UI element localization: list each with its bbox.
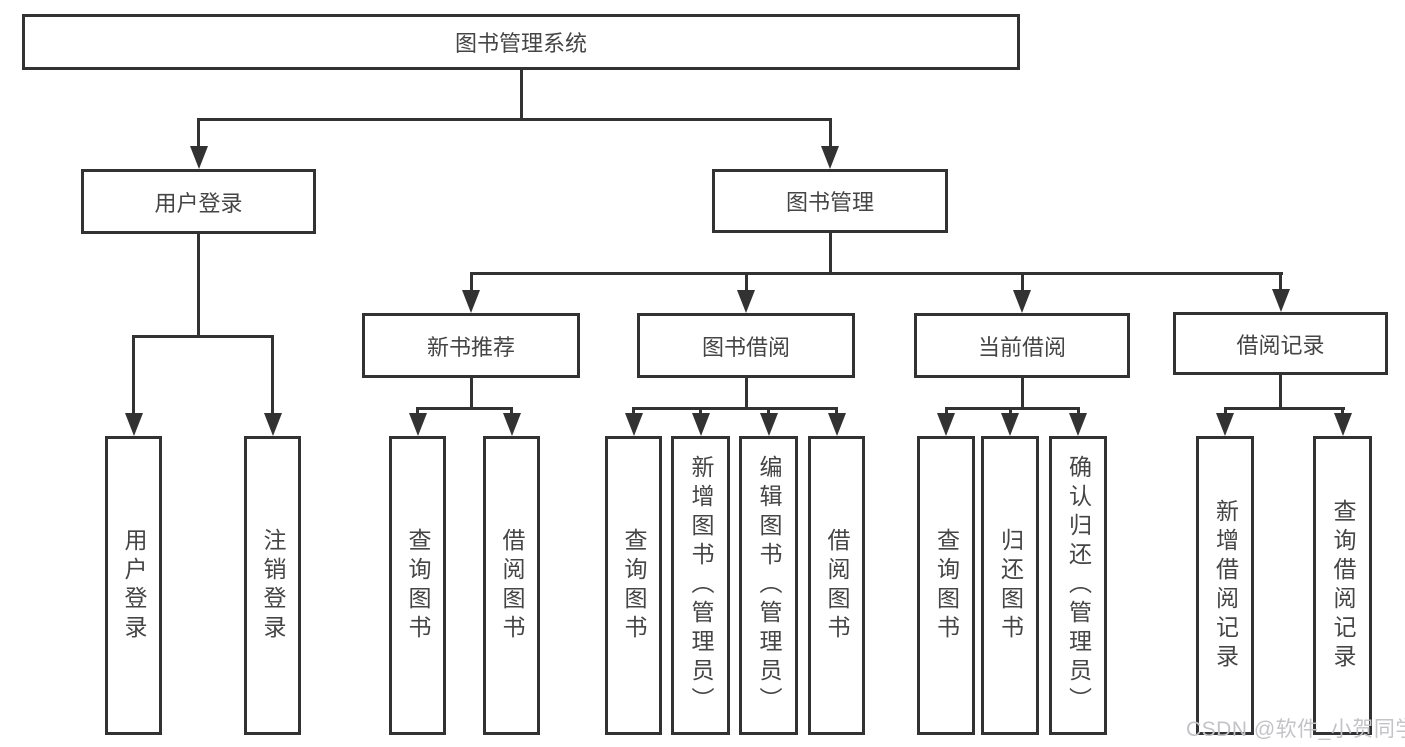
node-label-new-book-recommend: 新书推荐 <box>426 334 515 360</box>
edge-stub-root <box>520 70 523 118</box>
arrowhead-leaf-query-books-borrowing <box>625 413 643 436</box>
node-book-borrowing: 图书借阅 <box>637 313 855 378</box>
arrowhead-leaf-user-login <box>125 413 143 436</box>
edge-shaft-book-borrowing <box>745 272 748 295</box>
edge-shaft-book-management <box>829 118 832 151</box>
arrowhead-leaf-add-borrow-record <box>1216 413 1234 436</box>
arrowhead-leaf-edit-books-admin <box>760 413 778 436</box>
node-label-leaf-query-books-current: 查询图书 <box>933 527 960 644</box>
edge-shaft-leaf-borrow-books-recommend <box>510 407 513 418</box>
arrowhead-new-book-recommend <box>462 290 480 313</box>
arrowhead-borrowing-records <box>1272 289 1290 312</box>
node-leaf-query-borrow-record: 查询借阅记录 <box>1313 436 1372 735</box>
node-new-book-recommend: 新书推荐 <box>362 313 580 378</box>
arrowhead-leaf-add-books-admin <box>692 413 710 436</box>
edge-stub-user-login <box>197 234 200 335</box>
node-book-management: 图书管理 <box>712 169 948 233</box>
arrowhead-leaf-borrow-books-recommend <box>503 413 521 436</box>
node-current-borrowing: 当前借阅 <box>914 313 1130 378</box>
node-user-login: 用户登录 <box>81 169 316 234</box>
edge-shaft-leaf-confirm-return-admin <box>1077 407 1080 418</box>
arrowhead-book-borrowing <box>737 290 755 313</box>
edge-shaft-leaf-edit-books-admin <box>767 407 770 418</box>
edge-bar-user-login <box>132 335 274 338</box>
node-label-borrowing-records: 借阅记录 <box>1236 332 1325 358</box>
node-leaf-confirm-return-admin: 确认归还（管理员） <box>1049 436 1107 735</box>
edge-shaft-leaf-query-books-recommend <box>416 407 419 418</box>
edge-shaft-leaf-query-borrow-record <box>1341 407 1344 418</box>
arrowhead-leaf-query-borrow-record <box>1334 413 1352 436</box>
node-leaf-borrow-books-recommend: 借阅图书 <box>483 436 540 735</box>
edge-bar-book-management <box>470 272 1283 275</box>
node-label-book-borrowing: 图书借阅 <box>701 334 790 360</box>
node-leaf-logout: 注销登录 <box>244 436 301 735</box>
arrowhead-leaf-borrow-books-borrowing <box>828 413 846 436</box>
edge-shaft-leaf-return-books <box>1009 407 1012 418</box>
arrowhead-leaf-query-books-current <box>937 413 955 436</box>
edge-shaft-leaf-logout <box>271 335 274 418</box>
node-label-root: 图书管理系统 <box>454 31 587 56</box>
node-label-leaf-logout: 注销登录 <box>260 527 286 644</box>
node-leaf-return-books: 归还图书 <box>981 436 1039 735</box>
node-label-current-borrowing: 当前借阅 <box>977 334 1066 360</box>
edge-bar-root <box>197 118 832 121</box>
edge-stub-new-book-recommend <box>470 378 473 407</box>
edge-shaft-leaf-query-books-borrowing <box>632 407 635 418</box>
node-leaf-user-login: 用户登录 <box>105 436 162 735</box>
edge-stub-book-management <box>829 233 832 272</box>
arrowhead-leaf-query-books-recommend <box>409 413 427 436</box>
edge-bar-new-book-recommend <box>416 407 513 410</box>
node-leaf-query-books-recommend: 查询图书 <box>389 436 446 735</box>
csdn-watermark: CSDN @软件_小贺同学 <box>1186 718 1405 741</box>
node-label-leaf-add-borrow-record: 新增借阅记录 <box>1212 498 1239 673</box>
node-borrowing-records: 借阅记录 <box>1173 312 1388 375</box>
node-label-user-login: 用户登录 <box>154 190 243 216</box>
edge-bar-book-borrowing <box>632 407 838 410</box>
arrowhead-book-management <box>821 146 839 169</box>
edge-shaft-borrowing-records <box>1279 272 1282 294</box>
edge-shaft-leaf-add-books-admin <box>699 407 702 418</box>
edge-shaft-new-book-recommend <box>470 272 473 295</box>
node-label-leaf-add-books-admin: 新增图书（管理员） <box>688 455 714 716</box>
edge-stub-current-borrowing <box>1021 378 1024 407</box>
edge-shaft-leaf-query-books-current <box>945 407 948 418</box>
edge-shaft-leaf-borrow-books-borrowing <box>835 407 838 418</box>
node-label-book-management: 图书管理 <box>785 190 874 215</box>
node-leaf-add-books-admin: 新增图书（管理员） <box>671 436 730 735</box>
node-label-leaf-borrow-books-recommend: 借阅图书 <box>499 527 525 644</box>
node-label-leaf-query-borrow-record: 查询借阅记录 <box>1330 498 1356 673</box>
node-leaf-edit-books-admin: 编辑图书（管理员） <box>739 436 798 735</box>
edge-shaft-leaf-add-borrow-record <box>1224 407 1227 418</box>
node-leaf-query-books-borrowing: 查询图书 <box>605 436 662 735</box>
edge-stub-book-borrowing <box>745 378 748 407</box>
edge-shaft-current-borrowing <box>1021 272 1024 295</box>
node-root: 图书管理系统 <box>22 14 1020 70</box>
arrowhead-leaf-confirm-return-admin <box>1069 413 1087 436</box>
node-leaf-borrow-books-borrowing: 借阅图书 <box>808 436 865 735</box>
node-leaf-query-books-current: 查询图书 <box>917 436 975 735</box>
node-label-leaf-query-books-recommend: 查询图书 <box>405 527 431 644</box>
arrowhead-current-borrowing <box>1013 290 1031 313</box>
node-label-leaf-edit-books-admin: 编辑图书（管理员） <box>756 455 782 716</box>
node-label-leaf-return-books: 归还图书 <box>997 527 1024 644</box>
node-label-leaf-user-login: 用户登录 <box>121 527 147 644</box>
edge-bar-current-borrowing <box>945 407 1080 410</box>
edge-bar-borrowing-records <box>1224 407 1345 410</box>
node-label-leaf-query-books-borrowing: 查询图书 <box>621 527 647 644</box>
edge-shaft-leaf-user-login <box>132 335 135 418</box>
edge-shaft-user-login <box>197 118 200 151</box>
arrowhead-leaf-logout <box>264 413 282 436</box>
node-label-leaf-confirm-return-admin: 确认归还（管理员） <box>1065 455 1092 716</box>
arrowhead-user-login <box>190 146 208 169</box>
node-label-leaf-borrow-books-borrowing: 借阅图书 <box>824 527 850 644</box>
node-leaf-add-borrow-record: 新增借阅记录 <box>1196 436 1254 735</box>
arrowhead-leaf-return-books <box>1001 413 1019 436</box>
edge-stub-borrowing-records <box>1279 375 1282 407</box>
